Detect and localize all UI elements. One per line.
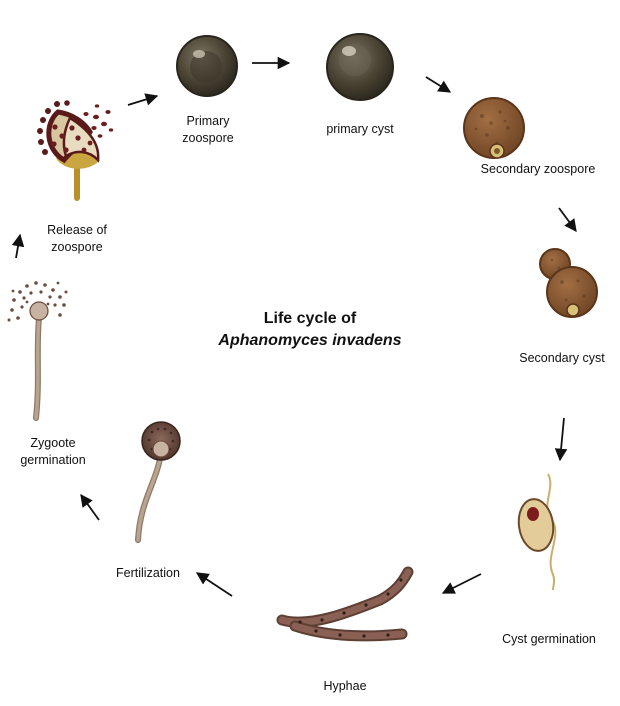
- zygote-germination-icon: [7, 281, 68, 421]
- secondary-zoospore-icon: [463, 97, 525, 159]
- hyphae-icon: [276, 566, 414, 642]
- primary-zoospore-label-line2: zoospore: [182, 130, 234, 145]
- title-species: Aphanomyces invadens: [218, 331, 402, 349]
- primary-cyst-icon: [326, 33, 394, 101]
- fertilization-icon: [135, 421, 181, 543]
- primary-zoospore-label-line1: Primary: [186, 114, 230, 128]
- fertilization-label: Fertilization: [116, 566, 180, 580]
- release-of-zoospore-label-line1: Release of: [47, 223, 107, 237]
- cyst-germination-label: Cyst germination: [502, 632, 596, 646]
- arrow-secondary-cyst-to-cyst-germination: [554, 417, 568, 462]
- diagram-title: Life cycle of Aphanomyces invadens: [0, 308, 620, 351]
- release-of-zoospore-label: Release of zoospore: [30, 222, 124, 256]
- arrow-fertilization-to-zygote-germination: [80, 493, 100, 521]
- primary-zoospore-icon: [176, 35, 238, 97]
- secondary-zoospore-label: Secondary zoospore: [480, 162, 596, 176]
- arrow-hyphae-to-fertilization: [195, 572, 233, 597]
- cyst-germination-icon: [517, 473, 557, 591]
- primary-zoospore-label: Primary zoospore: [168, 113, 248, 147]
- arrow-secondary-zoospore-to-secondary-cyst: [558, 207, 577, 233]
- secondary-cyst-label: Secondary cyst: [519, 351, 605, 365]
- primary-cyst-label: primary cyst: [326, 122, 394, 136]
- release-of-zoospore-icon: [37, 100, 114, 201]
- arrow-zygote-to-release: [11, 233, 25, 259]
- zygote-germination-label: Zygoote germination: [8, 435, 98, 469]
- secondary-cyst-icon: [539, 248, 598, 318]
- hyphae-label: Hyphae: [323, 679, 367, 693]
- arrow-primary-cyst-to-secondary-zoospore: [425, 76, 452, 93]
- title-line1: Life cycle of: [263, 310, 357, 327]
- arrow-cyst-germination-to-hyphae: [441, 573, 482, 594]
- zygote-germination-label-line1: Zygoote: [30, 436, 76, 450]
- release-of-zoospore-label-line2: zoospore: [51, 239, 103, 254]
- arrow-release-to-primary-zoospore: [127, 93, 159, 106]
- zygote-germination-label-line2: germination: [20, 452, 86, 467]
- cycle-arrows: [11, 56, 577, 597]
